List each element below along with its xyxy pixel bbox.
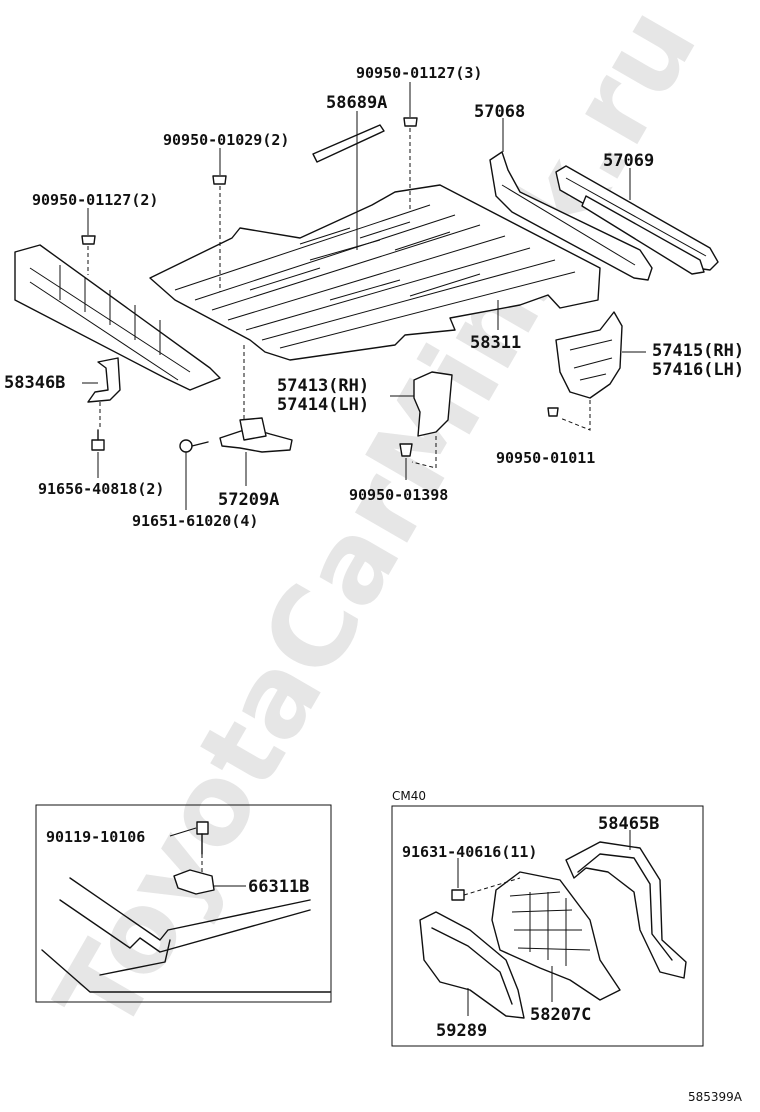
diagram-code: 585399A xyxy=(688,1090,743,1104)
label-90950-01398: 90950-01398 xyxy=(349,486,448,504)
clip-90950-01011 xyxy=(547,407,559,417)
plug-90950-01127-2 xyxy=(81,208,96,275)
label-57413-rh: 57413(RH) xyxy=(277,376,369,396)
plug-90950-01029-2 xyxy=(212,148,227,292)
plug-90950-01127-3 xyxy=(403,82,418,212)
member-57415-57416 xyxy=(555,311,646,431)
variant-label-cm40: CM40 xyxy=(392,789,426,803)
label-90119-10106: 90119-10106 xyxy=(46,828,145,846)
inset-right: CM40 58465B 91631-40616(11) 59289 58207C xyxy=(391,789,704,1047)
clip-90950-01398 xyxy=(399,443,413,480)
label-90950-01127-3: 90950-01127(3) xyxy=(356,64,482,82)
label-91631-40616-11: 91631-40616(11) xyxy=(402,843,537,861)
label-90950-01029-2: 90950-01029(2) xyxy=(163,131,289,149)
label-58311: 58311 xyxy=(470,333,521,353)
label-58207C: 58207C xyxy=(530,1005,591,1025)
cross-member-left xyxy=(14,244,221,391)
bracket-57209A xyxy=(219,345,293,486)
label-58346B: 58346B xyxy=(4,373,65,393)
floor-pan-58311 xyxy=(149,184,601,361)
label-90950-01127-2: 90950-01127(2) xyxy=(32,191,158,209)
label-59289: 59289 xyxy=(436,1021,487,1041)
label-58689A: 58689A xyxy=(326,93,387,113)
label-91656-40818-2: 91656-40818(2) xyxy=(38,480,164,498)
rod-58689A xyxy=(312,111,385,250)
label-57068: 57068 xyxy=(474,102,525,122)
bolt-91651-61020 xyxy=(179,439,209,510)
label-90950-01011: 90950-01011 xyxy=(496,449,595,467)
bracket-57413-57414 xyxy=(390,371,453,469)
bolt-91656-40818 xyxy=(91,429,105,478)
label-66311B: 66311B xyxy=(248,877,309,897)
label-58465B: 58465B xyxy=(598,814,659,834)
inset-left: 90119-10106 66311B xyxy=(35,804,332,1003)
rail-57069 xyxy=(555,165,719,275)
label-57415-rh: 57415(RH) xyxy=(652,341,744,361)
rail-57068 xyxy=(489,118,653,281)
bracket-58346B xyxy=(82,357,121,430)
label-57069: 57069 xyxy=(603,151,654,171)
label-57416-lh: 57416(LH) xyxy=(652,360,744,380)
label-57209A: 57209A xyxy=(218,490,279,510)
label-91651-61020-4: 91651-61020(4) xyxy=(132,512,258,530)
label-57414-lh: 57414(LH) xyxy=(277,395,369,415)
